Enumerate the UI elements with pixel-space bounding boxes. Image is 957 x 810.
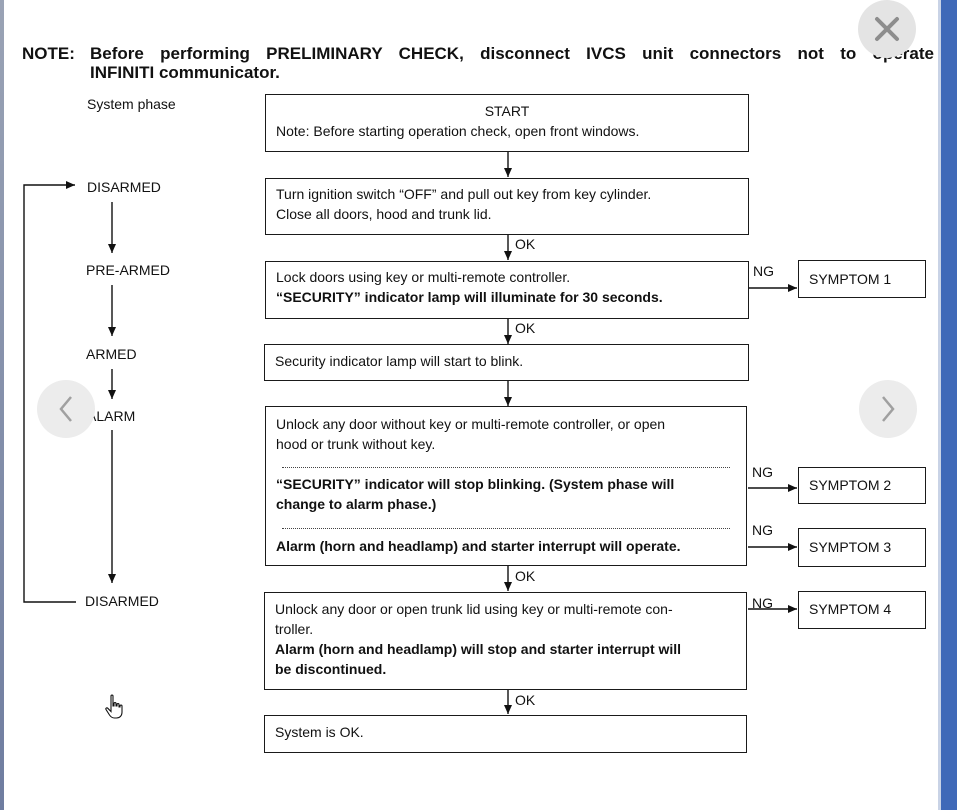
window-right-edge (938, 0, 957, 810)
symptom-2-label: SYMPTOM 2 (809, 477, 892, 493)
step2-line2: “SECURITY” indicator lamp will illuminat… (276, 289, 663, 305)
chevron-left-icon (59, 396, 72, 422)
close-button[interactable] (858, 0, 916, 58)
step2-line1: Lock doors using key or multi-remote con… (276, 269, 571, 285)
step5-line4: be discontinued. (275, 661, 387, 677)
dotted-divider-2 (282, 528, 730, 529)
step-unlock-without-key: Unlock any door without key or multi-rem… (265, 406, 747, 566)
step-ignition-off: Turn ignition switch “OFF” and pull out … (265, 178, 749, 235)
start-note: Note: Before starting operation check, o… (276, 123, 640, 139)
start-box: START Note: Before starting operation ch… (265, 94, 749, 152)
ng-label-3: NG (752, 522, 773, 538)
symptom-4-box: SYMPTOM 4 (798, 591, 926, 629)
note-label: NOTE: (22, 44, 75, 63)
step3-line1: Security indicator lamp will start to bl… (275, 353, 524, 369)
step5-line2: troller. (275, 621, 314, 637)
phase-disarmed-end: DISARMED (85, 593, 159, 609)
ok-label-4: OK (515, 692, 536, 708)
step1-line2: Close all doors, hood and trunk lid. (276, 206, 492, 222)
symptom-3-box: SYMPTOM 3 (798, 528, 926, 567)
symptom-2-box: SYMPTOM 2 (798, 467, 926, 504)
chevron-right-icon (882, 396, 895, 422)
ng-label-1: NG (753, 263, 774, 279)
close-icon (875, 17, 899, 41)
step4-line3: “SECURITY” indicator will stop blinking.… (276, 476, 675, 492)
phase-alarm: ALARM (87, 408, 136, 424)
step1-line1: Turn ignition switch “OFF” and pull out … (276, 186, 652, 202)
step6-line1: System is OK. (275, 724, 364, 740)
step-unlock-with-key: Unlock any door or open trunk lid using … (264, 592, 747, 690)
dotted-divider-1 (282, 467, 730, 468)
ok-label-3: OK (515, 568, 536, 584)
ng-label-4: NG (752, 595, 773, 611)
next-image-button[interactable] (859, 380, 917, 438)
step-system-ok: System is OK. (264, 715, 747, 753)
step4-line4: change to alarm phase.) (276, 496, 437, 512)
window-left-edge (0, 0, 4, 810)
previous-image-button[interactable] (37, 380, 95, 438)
step4-line2: hood or trunk without key. (276, 436, 436, 452)
phase-pre-armed: PRE-ARMED (86, 262, 171, 278)
step4-line5: Alarm (horn and headlamp) and starter in… (276, 538, 681, 554)
phase-armed: ARMED (86, 346, 137, 362)
ok-label-2: OK (515, 320, 536, 336)
step-lock-doors: Lock doors using key or multi-remote con… (265, 261, 749, 319)
step-lamp-blink: Security indicator lamp will start to bl… (264, 344, 749, 381)
ok-label-1: OK (515, 236, 536, 252)
system-phase-header: System phase (87, 96, 176, 112)
symptom-1-box: SYMPTOM 1 (798, 260, 926, 298)
note-line-2: INFINITI communicator. (90, 63, 280, 82)
step5-line3: Alarm (horn and headlamp) will stop and … (275, 641, 682, 657)
symptom-4-label: SYMPTOM 4 (809, 601, 892, 617)
step5-line1: Unlock any door or open trunk lid using … (275, 601, 673, 617)
hand-cursor-icon (105, 694, 123, 719)
start-title: START (484, 103, 530, 119)
step4-line1: Unlock any door without key or multi-rem… (276, 416, 666, 432)
note-line-1: Before performing PRELIMINARY CHECK, dis… (90, 44, 934, 63)
ng-label-2: NG (752, 464, 773, 480)
symptom-1-label: SYMPTOM 1 (809, 271, 892, 287)
symptom-3-label: SYMPTOM 3 (809, 539, 892, 555)
phase-disarmed: DISARMED (87, 179, 161, 195)
